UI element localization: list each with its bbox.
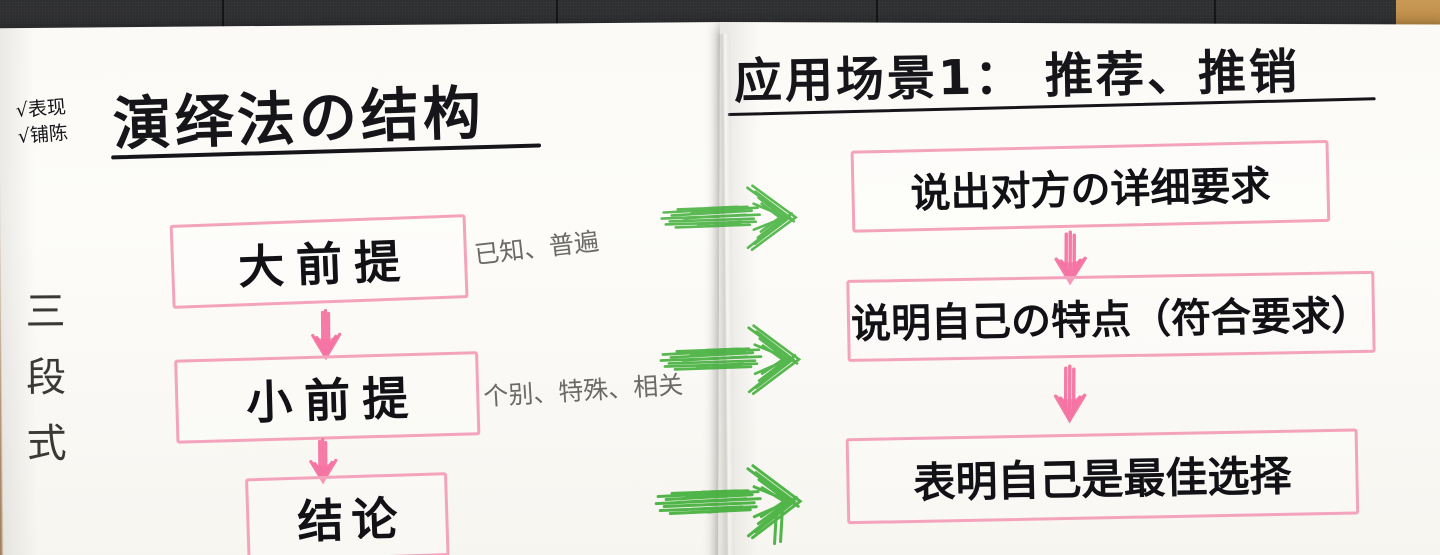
green-right-arrow-2 <box>659 324 802 396</box>
notebook-right-page: 应用场景1： 推荐、推销 说出对方の详细要求 说明自己の特点（符合要求） <box>718 22 1440 555</box>
pink-down-arrow-right-2 <box>1053 364 1087 424</box>
box-state-requirements: 说出对方の详细要求 <box>850 139 1331 233</box>
right-page-title: 应用场景1： 推荐、推销 <box>733 44 1301 110</box>
box-best-choice-label: 表明自己是最佳选择 <box>913 451 1292 508</box>
annotation-line-1: √表现 <box>15 96 67 122</box>
note-major-premise: 已知、普遍 <box>472 226 601 270</box>
desk-seam-1 <box>222 0 224 46</box>
paper-edge <box>0 88 4 555</box>
box-explain-own-features-label: 说明自己の特点（符合要求） <box>850 292 1372 348</box>
box-state-requirements-label: 说出对方の详细要求 <box>910 163 1271 218</box>
box-minor-premise: 小前提 <box>174 351 481 444</box>
green-right-arrow-3 <box>654 464 803 546</box>
left-title-annotations: √表现 √铺陈 <box>15 94 69 150</box>
box-conclusion-label: 结论 <box>296 491 407 549</box>
side-label-three-part-form: 三段式 <box>18 289 67 489</box>
box-best-choice: 表明自己是最佳选择 <box>845 428 1360 525</box>
green-right-arrow-1 <box>660 184 798 252</box>
open-notebook: 演绎法の结构 √表现 √铺陈 三段式 大前提 已知、普遍 <box>0 16 1440 555</box>
notebook-left-page: 演绎法の结构 √表现 √铺陈 三段式 大前提 已知、普遍 <box>0 21 729 555</box>
box-major-premise-label: 大前提 <box>237 234 414 295</box>
box-conclusion: 结论 <box>245 472 450 555</box>
annotation-line-2: √铺陈 <box>17 121 69 148</box>
box-explain-own-features: 说明自己の特点（符合要求） <box>846 270 1376 362</box>
box-minor-premise-label: 小前提 <box>245 370 422 430</box>
pink-down-arrow-left-1 <box>311 308 342 361</box>
pink-down-arrow-left-2 <box>309 437 338 485</box>
box-major-premise: 大前提 <box>169 214 469 309</box>
pink-down-arrow-right-1 <box>1054 230 1087 286</box>
